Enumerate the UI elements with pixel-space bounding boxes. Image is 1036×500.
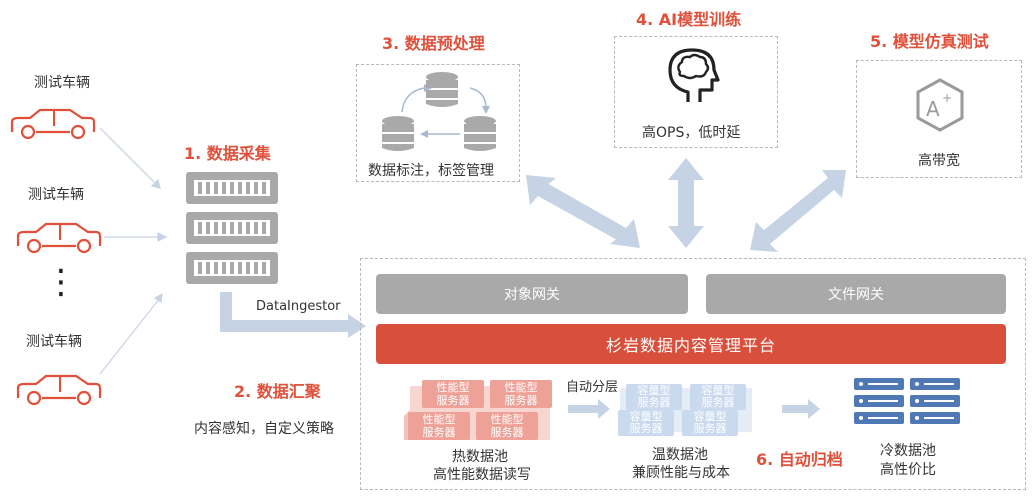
step-collect-title: 1. 数据采集 [184, 144, 271, 163]
performance-server: 性能型 服务器 [408, 412, 470, 440]
capacity-server: 容量型 服务器 [626, 384, 682, 410]
svg-text:A: A [926, 97, 940, 121]
file-gateway: 文件网关 [706, 274, 1006, 314]
vehicle-label-2: 测试车辆 [28, 187, 84, 203]
preprocess-desc: 数据标注，标签管理 [368, 163, 494, 179]
cold-pool-name: 冷数据池 [880, 443, 936, 459]
warm-pool-name: 温数据池 [652, 447, 708, 463]
converge-desc: 内容感知，自定义策略 [194, 421, 334, 437]
content-management-platform: 杉岩数据内容管理平台 [376, 324, 1006, 364]
preprocess-box [356, 64, 520, 182]
capacity-server: 容量型 服务器 [618, 410, 674, 436]
simulation-box [856, 60, 1022, 178]
svg-text:+: + [942, 91, 952, 105]
step-archive-title: 6. 自动归档 [756, 450, 843, 469]
vehicle-label-3: 测试车辆 [26, 334, 82, 350]
step-converge-title: 2. 数据汇聚 [234, 382, 321, 401]
step-simulation-title: 5. 模型仿真测试 [870, 32, 989, 51]
simulation-desc: 高带宽 [918, 153, 960, 169]
cold-storage-icon [854, 378, 960, 424]
ai-brain-head-icon [668, 48, 720, 102]
grade-hexagon-icon: A + [916, 78, 964, 132]
auto-tier-label: 自动分层 [566, 380, 619, 395]
car-icon [16, 374, 102, 406]
car-icon [16, 222, 102, 254]
car-icon [10, 108, 96, 140]
performance-server: 性能型 服务器 [476, 412, 538, 440]
platform-container [360, 258, 1026, 490]
database-icon [464, 116, 496, 151]
database-icon [426, 72, 458, 107]
object-gateway: 对象网关 [376, 274, 688, 314]
step-preprocess-title: 3. 数据预处理 [382, 34, 485, 53]
capacity-server: 容量型 服务器 [690, 384, 746, 410]
step-training-title: 4. AI模型训练 [636, 10, 742, 29]
ingestor-label: DataIngestor [256, 299, 341, 314]
hot-pool-desc: 高性能数据读写 [433, 467, 531, 483]
performance-server: 性能型 服务器 [490, 380, 552, 408]
database-icon [382, 116, 414, 151]
vehicle-label-1: 测试车辆 [34, 75, 90, 91]
training-desc: 高OPS，低时延 [642, 125, 741, 141]
cold-pool-desc: 高性价比 [880, 462, 936, 478]
capacity-server: 容量型 服务器 [682, 410, 738, 436]
training-box [614, 36, 778, 148]
performance-server: 性能型 服务器 [422, 380, 484, 408]
collector-server-icon [186, 172, 278, 284]
hot-pool-name: 热数据池 [452, 449, 508, 465]
warm-pool-desc: 兼顾性能与成本 [632, 465, 730, 481]
vehicle-ellipsis: ⋮ [44, 262, 78, 302]
